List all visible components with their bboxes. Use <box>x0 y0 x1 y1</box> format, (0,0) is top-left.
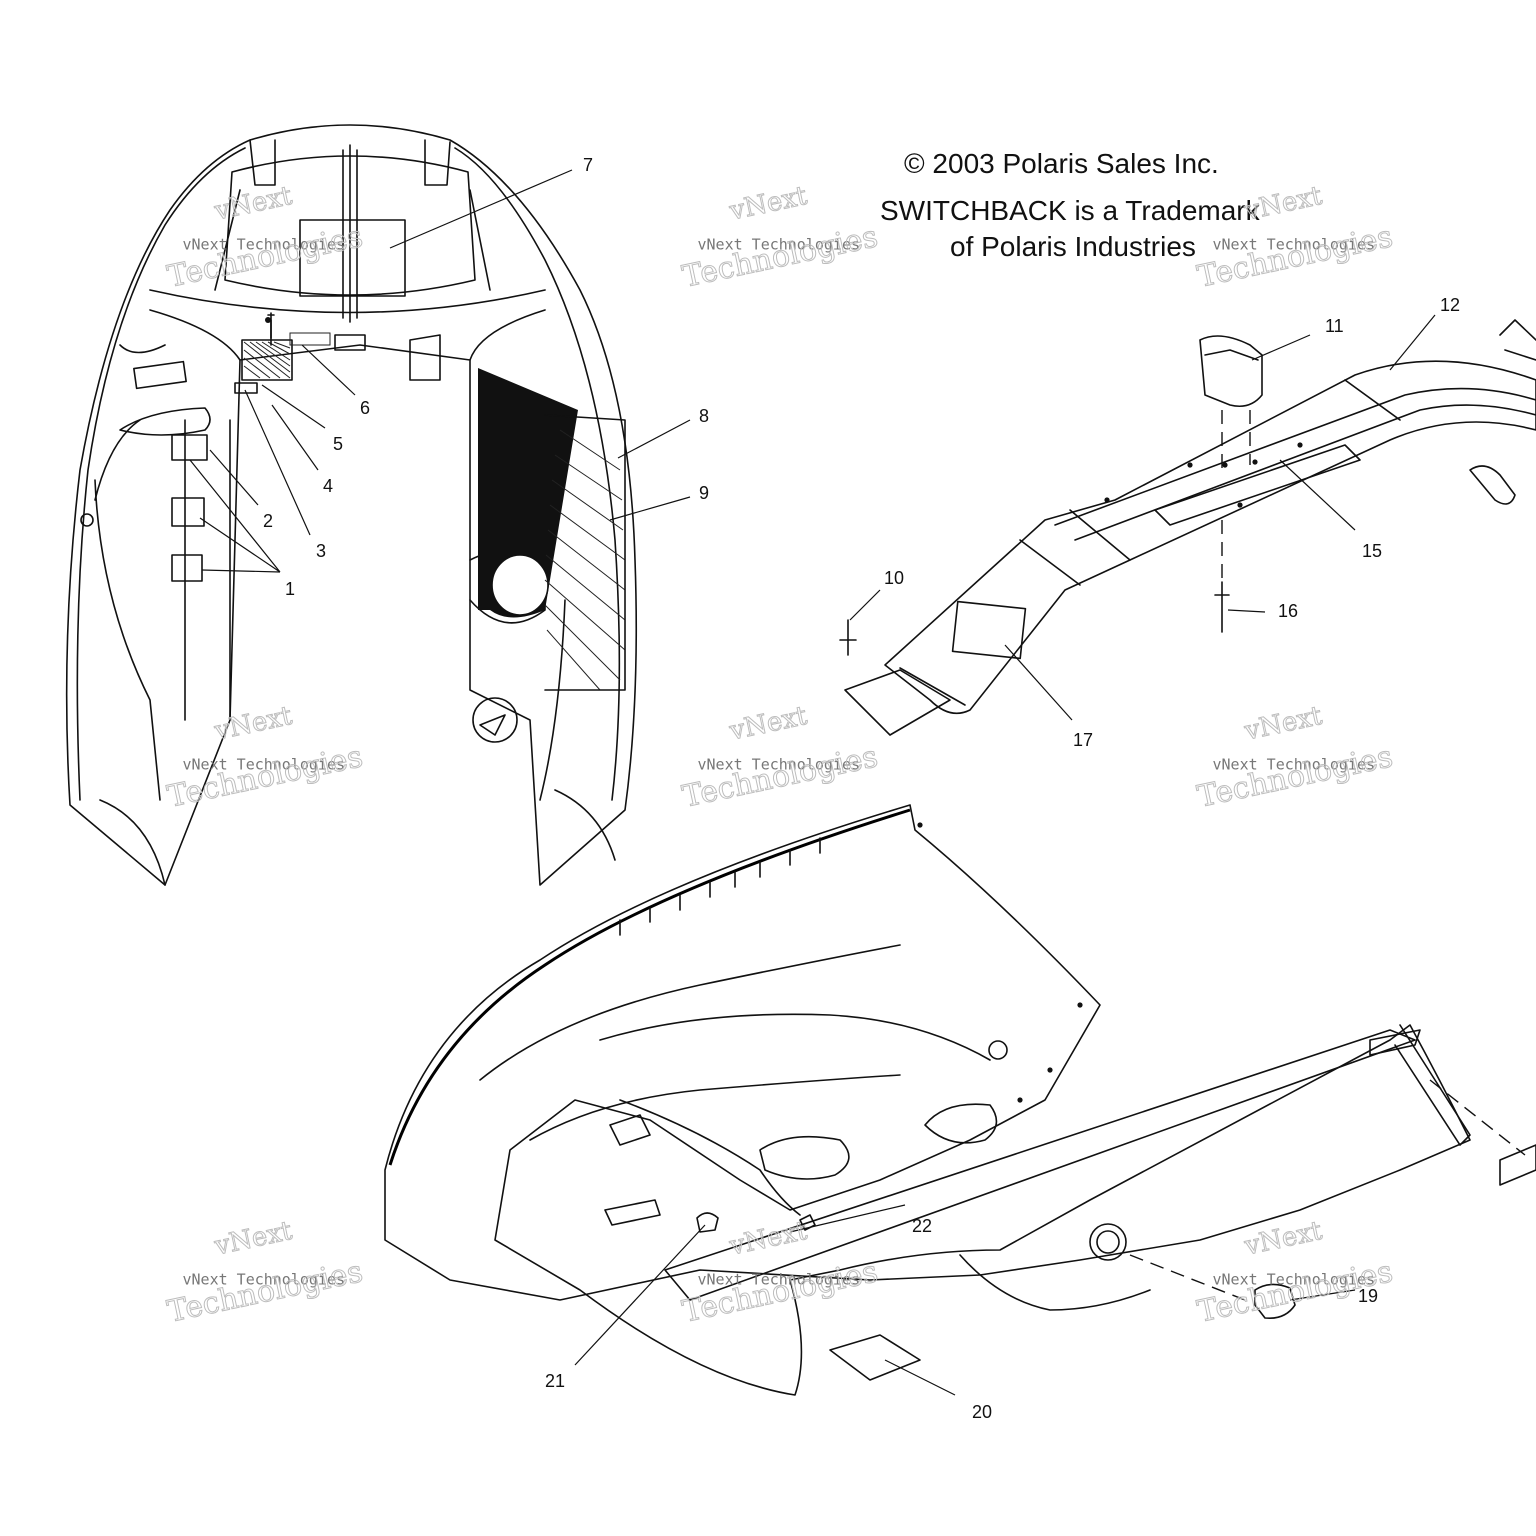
callout-8: 8 <box>699 406 709 426</box>
callout-10: 10 <box>884 568 904 588</box>
callout-1: 1 <box>285 579 295 599</box>
watermark-line1: vNext <box>1241 701 1325 747</box>
callout-9: 9 <box>699 483 709 503</box>
callout-15: 15 <box>1362 541 1382 561</box>
watermark-line2: vNext Technologies <box>182 236 345 254</box>
watermark-line3: Technologies <box>679 739 880 815</box>
callout-12: 12 <box>1440 295 1460 315</box>
copyright-symbol: © <box>904 148 925 179</box>
watermark-line1: vNext <box>726 181 810 227</box>
callout-21: 21 <box>545 1371 565 1391</box>
hood-top-piece <box>839 319 1536 736</box>
watermark-line3: Technologies <box>1194 1254 1395 1330</box>
watermark-line2: vNext Technologies <box>1212 236 1375 254</box>
trademark-line-2: of Polaris Industries <box>950 231 1196 262</box>
copyright-line: © 2003 Polaris Sales Inc. <box>904 150 1219 178</box>
callout-16: 16 <box>1278 601 1298 621</box>
watermark-line1: vNext <box>211 701 295 747</box>
watermark-line1: vNext <box>726 1216 810 1262</box>
copyright-text: 2003 Polaris Sales Inc. <box>932 148 1219 179</box>
watermark-line3: Technologies <box>164 739 365 815</box>
callout-3: 3 <box>316 541 326 561</box>
callout-2: 2 <box>263 511 273 531</box>
callout-19: 19 <box>1358 1286 1378 1306</box>
watermark-line2: vNext Technologies <box>697 1271 860 1289</box>
callout-20: 20 <box>972 1402 992 1422</box>
callout-6: 6 <box>360 398 370 418</box>
callout-numbers: 1 2 3 4 5 6 7 8 9 10 11 12 15 16 17 19 2… <box>263 155 1460 1422</box>
watermark-line1: vNext <box>1241 1216 1325 1262</box>
callout-17: 17 <box>1073 730 1093 750</box>
watermark-line1: vNext <box>1241 181 1325 227</box>
watermark-line3: Technologies <box>679 219 880 295</box>
hood-exterior-view <box>384 804 1536 1396</box>
watermark-line2: vNext Technologies <box>1212 756 1375 774</box>
watermark-line1: vNext <box>211 181 295 227</box>
watermark-line2: vNext Technologies <box>697 756 860 774</box>
watermark-line3: Technologies <box>679 1254 880 1330</box>
watermark-line3: Technologies <box>164 219 365 295</box>
callout-7: 7 <box>583 155 593 175</box>
callout-5: 5 <box>333 434 343 454</box>
watermark-line3: Technologies <box>1194 739 1395 815</box>
callout-22: 22 <box>912 1216 932 1236</box>
watermark-line3: Technologies <box>1194 219 1395 295</box>
watermark-line2: vNext Technologies <box>182 1271 345 1289</box>
watermark-line1: vNext <box>726 701 810 747</box>
callout-leaders <box>189 169 1436 1396</box>
hood-inner-view <box>65 124 638 886</box>
callout-11: 11 <box>1325 316 1344 336</box>
callout-4: 4 <box>323 476 333 496</box>
watermark-line1: vNext <box>211 1216 295 1262</box>
watermark-line3: Technologies <box>164 1254 365 1330</box>
watermark-line2: vNext Technologies <box>697 236 860 254</box>
watermark-line2: vNext Technologies <box>1212 1271 1375 1289</box>
watermark-line2: vNext Technologies <box>182 756 345 774</box>
trademark-line-1: SWITCHBACK is a Trademark <box>880 195 1260 226</box>
